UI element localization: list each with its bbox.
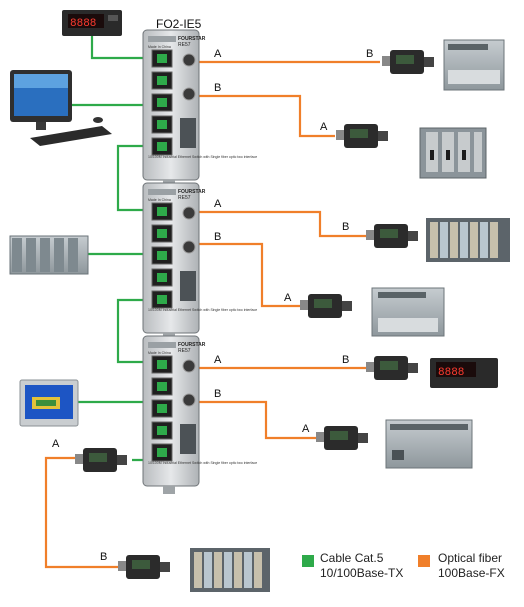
fiber-media-converter xyxy=(118,555,170,579)
label-a: A xyxy=(214,48,222,60)
fiber-port xyxy=(182,359,196,373)
cable-switch2-to-switch3 xyxy=(116,298,160,364)
fiber-port xyxy=(182,206,196,220)
fiber-1b xyxy=(196,94,335,138)
plc-s7-200-icon xyxy=(385,419,473,469)
distributed-io-icon xyxy=(190,548,270,592)
switch-made-in: Made In China xyxy=(148,45,171,49)
plc-s7-1200-icon xyxy=(443,39,505,91)
switch-brand: FOURSTAR xyxy=(178,189,206,195)
legend-fiber: Optical fiber 100Base-FX xyxy=(438,551,505,581)
label-b: B xyxy=(214,82,221,94)
label-a: A xyxy=(302,423,310,435)
fiber-media-converter xyxy=(316,426,368,450)
legend-swatch-fiber xyxy=(418,555,430,567)
label-b: B xyxy=(366,48,373,60)
port-labels: A B B A A B B A A B B A A B xyxy=(52,48,373,563)
desktop-computer-icon xyxy=(10,70,112,146)
legend-cable: Cable Cat.5 10/100Base-TX xyxy=(320,551,403,581)
label-b: B xyxy=(214,388,221,400)
plc-rack-icon xyxy=(9,235,89,275)
media-converters xyxy=(75,50,434,579)
label-a: A xyxy=(320,121,328,133)
cable-switch1-to-switch2 xyxy=(116,144,160,212)
legend-fiber-line1: Optical fiber xyxy=(438,551,503,565)
switch-model: RE57 xyxy=(178,348,191,354)
label-b: B xyxy=(214,231,221,243)
fiber-2a xyxy=(196,210,366,238)
label-a: A xyxy=(214,354,222,366)
switch-caption: 10/100M Industrial Ethernet Switch with … xyxy=(148,461,257,465)
fiber-media-converter xyxy=(366,224,418,248)
fiber-media-converter xyxy=(336,124,388,148)
label-b: B xyxy=(100,551,107,563)
legend-cable-line2: 10/100Base-TX xyxy=(320,566,404,580)
plc-s7-1200-icon xyxy=(371,287,445,337)
optical-fibers xyxy=(44,60,380,569)
meter-readout: 8888 xyxy=(70,18,96,30)
label-b: B xyxy=(342,221,349,233)
label-b: B xyxy=(342,354,349,366)
io-module-icon xyxy=(419,127,487,179)
switch-title: FO2-IE5 xyxy=(156,17,202,31)
fiber-media-converter xyxy=(366,356,418,380)
label-a: A xyxy=(52,438,60,450)
distributed-io-icon xyxy=(426,218,510,262)
legend-swatch-cable xyxy=(302,555,314,567)
label-a: A xyxy=(214,198,222,210)
switch-caption: 10/100M Industrial Ethernet Switch with … xyxy=(148,155,257,159)
legend-cable-line1: Cable Cat.5 xyxy=(320,551,384,565)
fiber-media-converter xyxy=(382,50,434,74)
label-a: A xyxy=(284,292,292,304)
fiber-port xyxy=(182,393,196,407)
fiber-bottom xyxy=(44,456,118,569)
cable-meter-to-switch1 xyxy=(90,35,160,60)
fiber-media-converter xyxy=(300,294,352,318)
panel-meter-icon: 8888 xyxy=(62,10,122,36)
fiber-2b xyxy=(196,242,300,308)
switch-caption: 10/100M Industrial Ethernet Switch with … xyxy=(148,308,257,312)
hmi-panel-icon xyxy=(19,379,79,427)
switch-made-in: Made In China xyxy=(148,351,171,355)
switch-brand: FOURSTAR xyxy=(178,342,206,348)
fiber-port xyxy=(182,87,196,101)
fiber-3b xyxy=(196,400,316,440)
legend-fiber-line2: 100Base-FX xyxy=(438,566,505,580)
switch-model: RE57 xyxy=(178,195,191,201)
cat5-cables xyxy=(72,35,160,462)
panel-meter-icon: 8888 xyxy=(430,358,498,388)
fiber-port xyxy=(182,240,196,254)
fiber-media-converter xyxy=(75,448,127,472)
switch-model: RE57 xyxy=(178,42,191,48)
fiber-port xyxy=(182,53,196,67)
switch-made-in: Made In China xyxy=(148,198,171,202)
switch-brand: FOURSTAR xyxy=(178,36,206,42)
meter-readout: 8888 xyxy=(438,367,464,379)
